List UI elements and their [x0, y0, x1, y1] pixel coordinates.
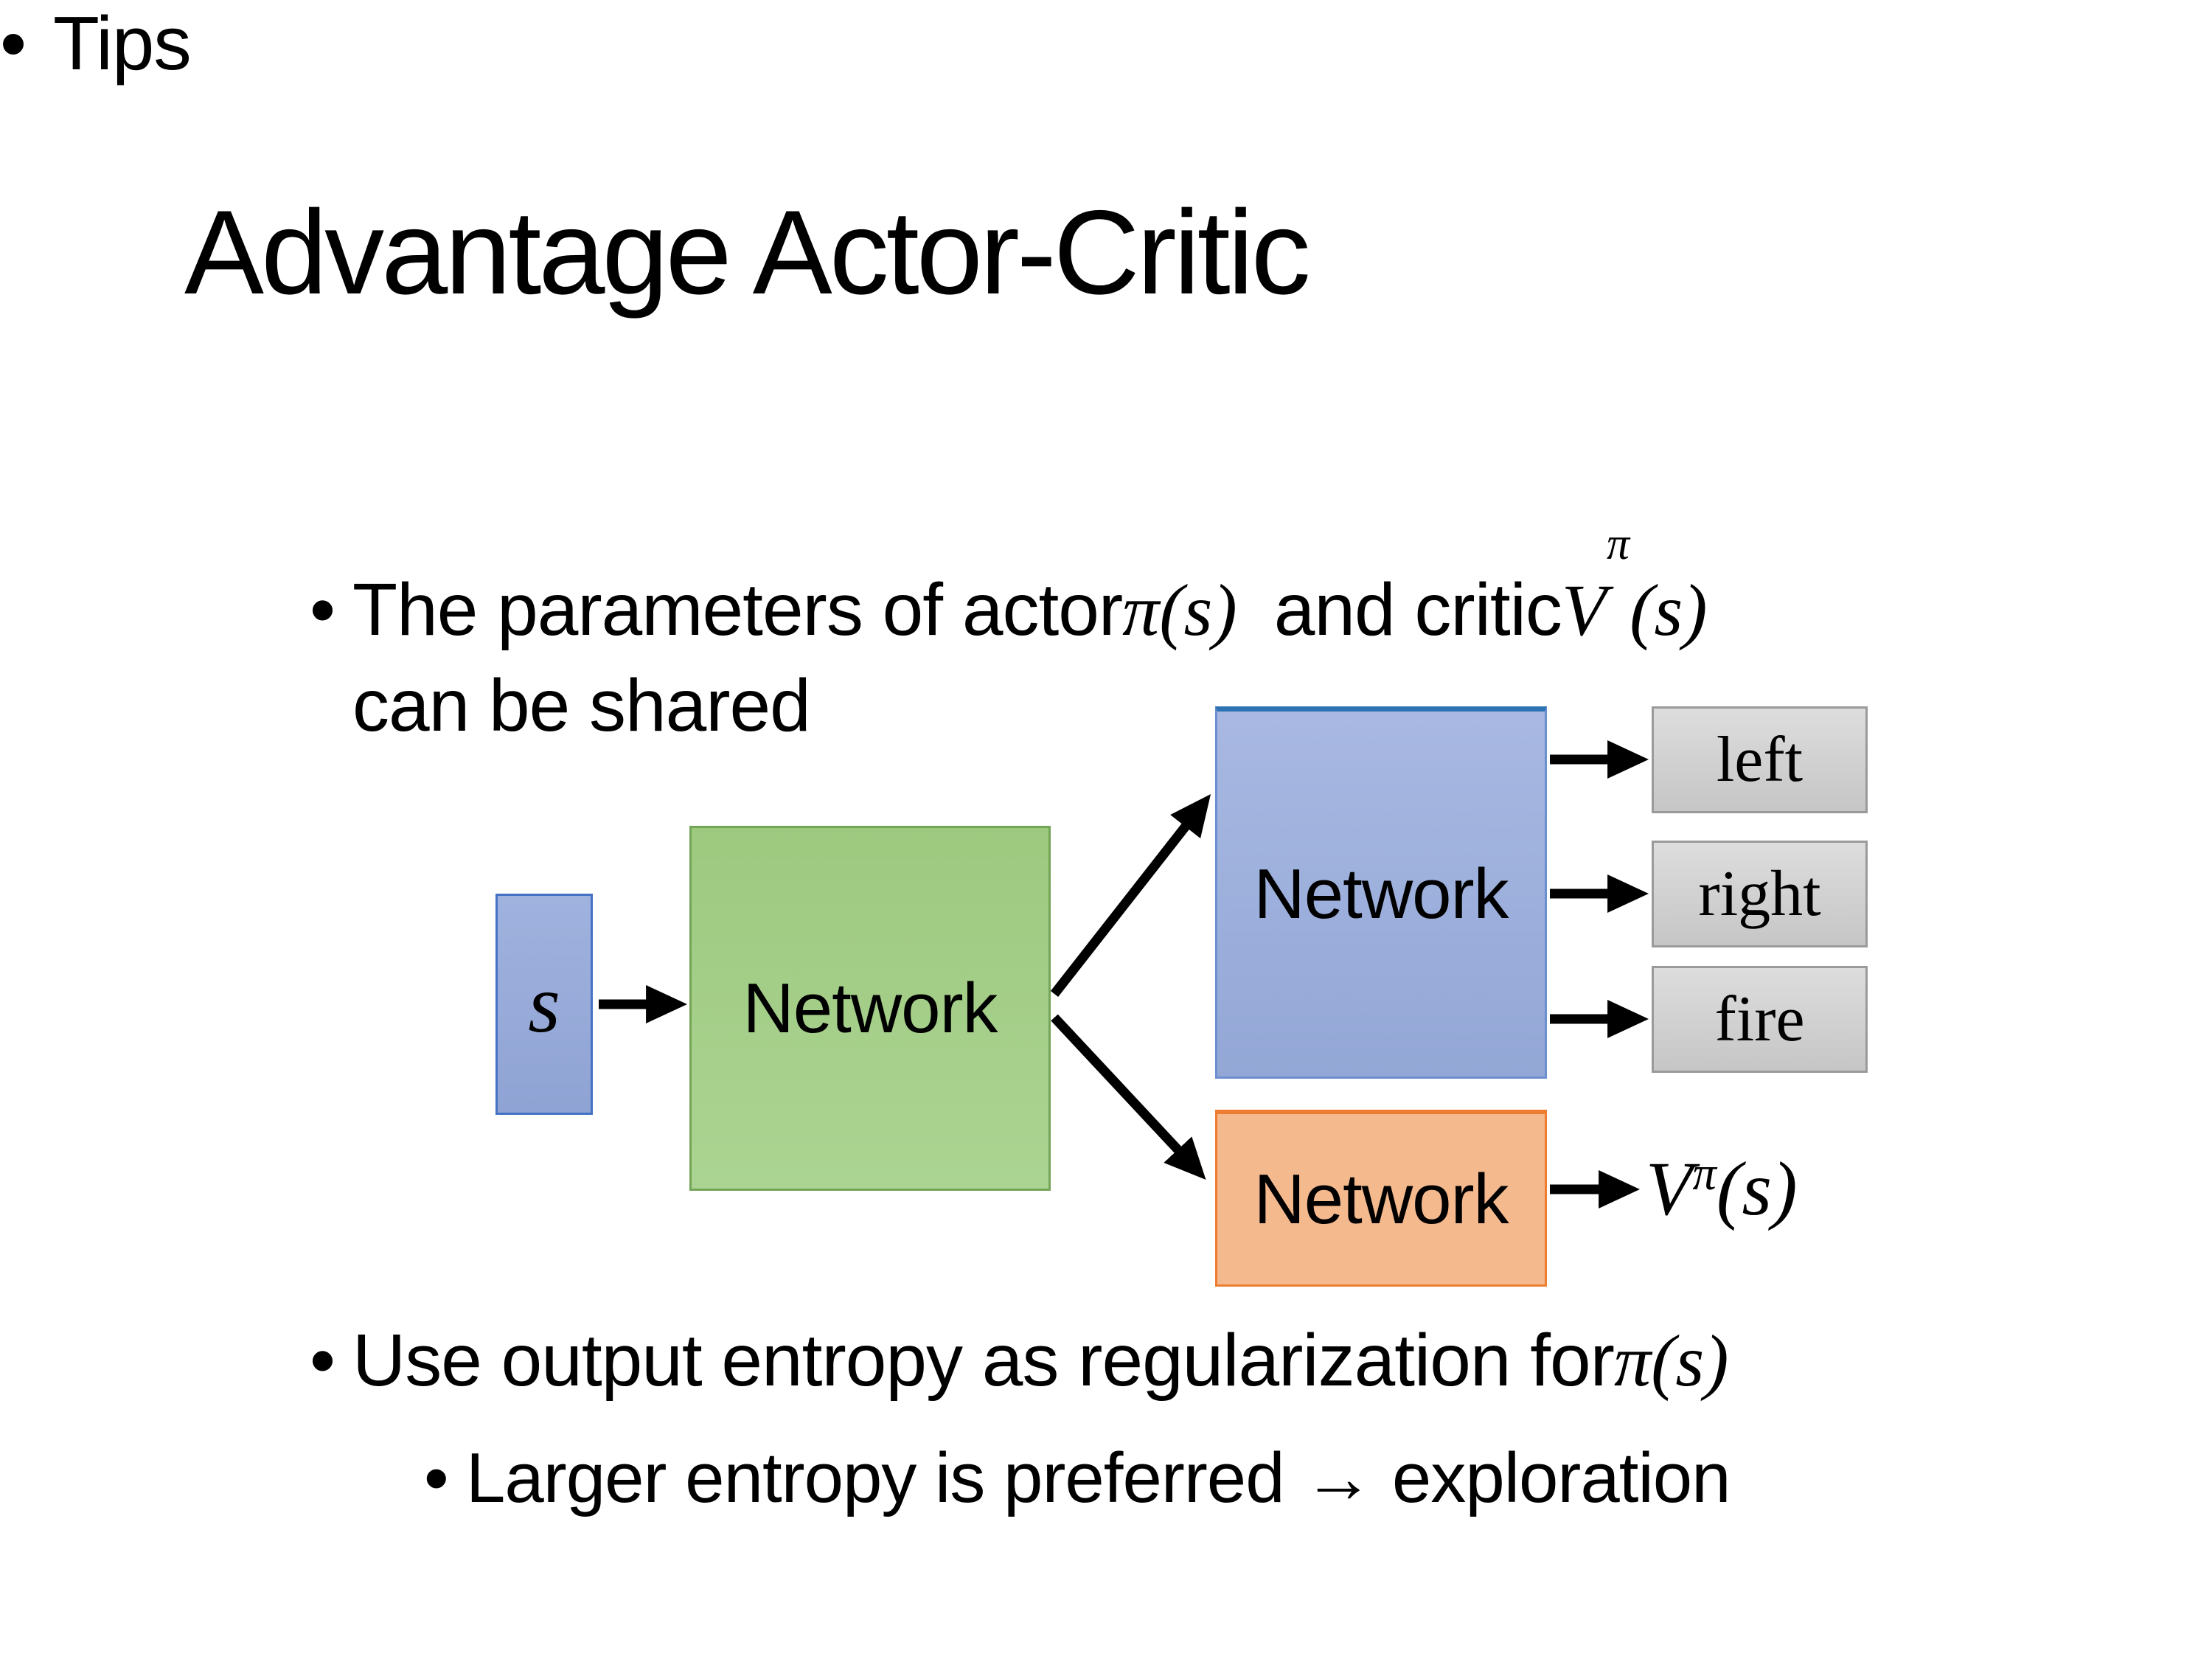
arrow-shared-to-critic [1051, 1014, 1206, 1180]
actor-network-box: Network [1215, 706, 1547, 1079]
value-output-label: Vπ(s) [1646, 1134, 1798, 1245]
exploration-text: Larger entropy is preferred → exploratio… [466, 1439, 1731, 1517]
parameters-text-mid: and critic [1273, 568, 1562, 651]
bullet-dot: • [0, 1, 27, 86]
state-input-box: s [495, 894, 593, 1115]
entropy-text-pre: Use output entropy as regularization for [352, 1319, 1615, 1402]
bullet-parameters-line1: • The parameters of actor π(s) and criti… [310, 518, 1708, 651]
bullet-exploration: • Larger entropy is preferred → explorat… [424, 1438, 1731, 1519]
action-box-fire: fire [1652, 966, 1868, 1073]
action-label-fire: fire [1714, 984, 1805, 1055]
entropy-policy-math: π(s) [1613, 1320, 1729, 1402]
tips-label: Tips [53, 1, 192, 86]
shared-network-label: Network [742, 968, 998, 1048]
bullet-dot: • [310, 1319, 335, 1402]
action-box-right: right [1652, 841, 1868, 947]
bullet-dot: • [310, 568, 335, 651]
critic-network-label: Network [1253, 1159, 1509, 1239]
value-base: V [1646, 1147, 1693, 1231]
action-label-left: left [1716, 724, 1804, 796]
critic-value-base: V [1561, 569, 1607, 651]
actor-network-label: Network [1253, 854, 1509, 933]
critic-network-box: Network [1215, 1110, 1547, 1287]
action-label-right: right [1698, 858, 1821, 930]
bullet-tips: • Tips [0, 0, 192, 87]
actor-policy-math: π(s) [1122, 569, 1237, 651]
action-box-left: left [1652, 706, 1868, 813]
value-args: (s) [1716, 1147, 1798, 1231]
bullet-entropy: • Use output entropy as regularization f… [310, 1318, 1729, 1403]
bullet-parameters-line2: can be shared [352, 664, 811, 748]
arrow-shared-to-actor [1050, 794, 1211, 998]
parameters-text-line2: can be shared [352, 664, 811, 747]
shared-network-box: Network [689, 826, 1051, 1191]
bullet-dot: • [424, 1439, 449, 1517]
critic-value-args: (s) [1630, 569, 1708, 651]
state-label: s [528, 958, 560, 1050]
page-title: Advantage Actor-Critic [184, 186, 1311, 319]
parameters-text-pre: The parameters of actor [352, 568, 1123, 651]
value-sup: π [1692, 1147, 1717, 1200]
